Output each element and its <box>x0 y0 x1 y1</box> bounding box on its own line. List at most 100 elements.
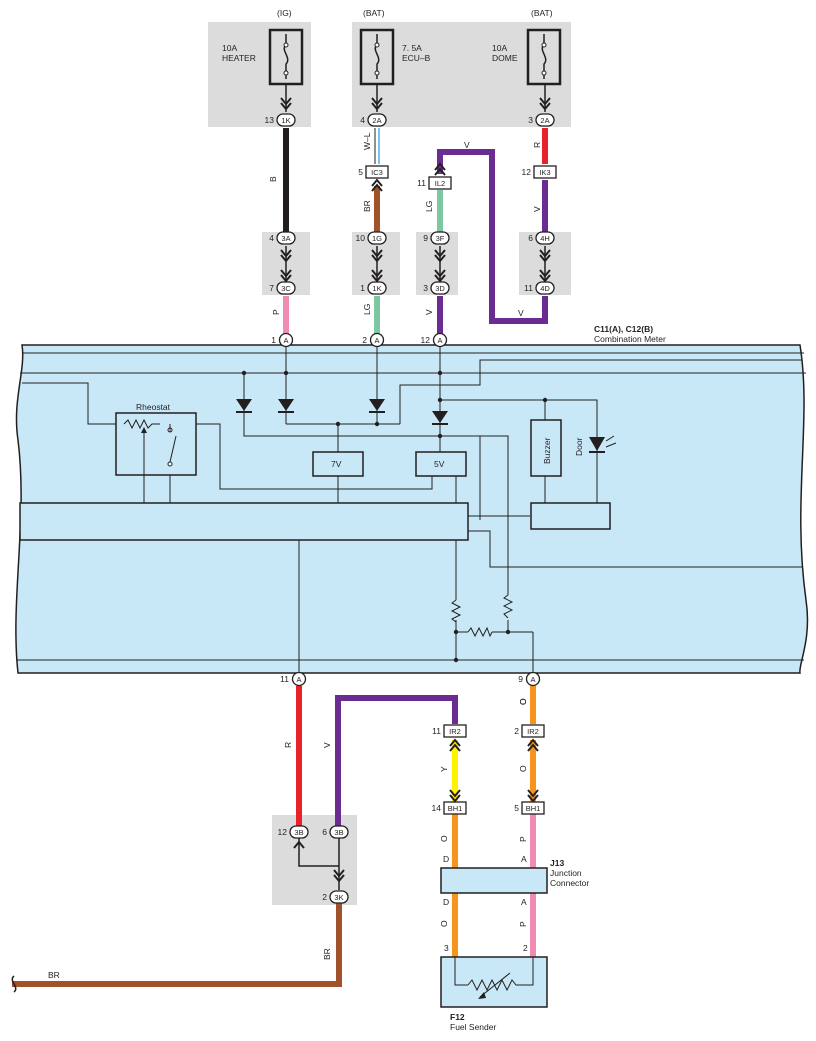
inline-connector-2-conn: IK3 <box>539 168 550 177</box>
meter-pin-3-conn: A <box>296 675 301 684</box>
jb-pin-9-conn: 3B <box>334 828 343 837</box>
jb-pin-4-pin: 9 <box>423 233 428 243</box>
jb-pin-9: 3B 6 <box>322 825 349 839</box>
fuse-source-heater: (IG) <box>277 8 292 18</box>
j13-pin-a-top: A <box>521 854 527 864</box>
jb-pin-8-pin: 12 <box>278 827 288 837</box>
jb-pin-0-conn: 3A <box>281 234 290 243</box>
jb-pin-3: 1K1 <box>360 281 387 295</box>
regulator-7v-label: 7V <box>331 459 342 469</box>
inline-connector-4-conn: IR2 <box>527 727 539 736</box>
wire-label-16: O <box>439 835 449 842</box>
inline-connector-5-conn: BH1 <box>448 804 463 813</box>
regulator-5v <box>415 451 467 477</box>
wire-label-5: R <box>532 142 542 148</box>
fuse-source-ecub: (BAT) <box>363 8 385 18</box>
wire-label-15: O <box>518 765 528 772</box>
fuse-rating-ecub: 7. 5A <box>402 43 422 53</box>
fuse-box-bat: 7. 5A ECU–B (BAT) 10A DOME (BAT) <box>352 8 571 127</box>
jb-pin-6-pin: 6 <box>528 233 533 243</box>
wire-label-20: BR <box>322 948 332 960</box>
jb-pin-0: 3A4 <box>269 231 296 245</box>
meter-ic <box>19 502 469 541</box>
wire-label-9: V <box>424 309 434 315</box>
wire-label-8: LG <box>362 304 372 315</box>
fuse-rating-dome: 10A <box>492 43 507 53</box>
jb-pin-5: 3D3 <box>423 281 450 295</box>
top-pin-1: 2A4 <box>360 113 387 127</box>
meter-pin-1: A2 <box>362 332 385 348</box>
meter-pin-0-pin: 1 <box>271 335 276 345</box>
top-pin-1-conn: 2A <box>372 116 381 125</box>
jb-pin-10-conn: 3K <box>334 893 343 902</box>
jb-pin-6-conn: 4H <box>540 234 550 243</box>
wire-label-7: P <box>271 309 281 315</box>
wire-label-22: O <box>518 698 528 705</box>
inline-connector-0-conn: IC3 <box>371 168 383 177</box>
meter-pin-4-pin: 9 <box>518 674 523 684</box>
fuse-rating-heater: 10A <box>222 43 237 53</box>
meter-pin-2-conn: A <box>437 336 442 345</box>
jb-pin-9-pin: 6 <box>322 827 327 837</box>
wire-label-17: P <box>518 836 528 842</box>
wires <box>11 84 548 993</box>
fuel-sender <box>440 956 548 1008</box>
meter-pin-0: A1 <box>271 332 294 348</box>
jb-pin-4-conn: 3F <box>436 234 445 243</box>
connector-chevrons <box>280 97 551 883</box>
inline-connector-3-pin: 11 <box>432 726 441 736</box>
wire-label-13: Y <box>439 766 449 772</box>
f12-id: F12 <box>450 1012 465 1022</box>
wire-label-14: O <box>518 698 528 705</box>
door-label: Door <box>574 437 584 456</box>
j13-line1: Junction <box>550 868 582 878</box>
combination-meter: Rheostat 7V 5V Buzzer Door <box>15 344 809 674</box>
jb-pin-1-pin: 7 <box>269 283 274 293</box>
inline-connector-2: IK3 12 <box>522 165 557 179</box>
jb-pin-3-conn: 1K <box>372 284 381 293</box>
jb-pin-8: 3B 12 <box>278 825 309 839</box>
top-pin-2: 2A3 <box>528 113 555 127</box>
inline-connector-6-conn: BH1 <box>526 804 541 813</box>
meter-pin-2: A12 <box>421 332 448 348</box>
wire-label-11: R <box>283 742 293 748</box>
wire-violet-bottom <box>335 695 458 826</box>
wire-label-21: BR <box>48 970 60 980</box>
buzzer <box>530 419 562 477</box>
f12-pin-3: 3 <box>444 943 449 953</box>
wire-label-18: O <box>439 920 449 927</box>
jb-pin-8-conn: 3B <box>294 828 303 837</box>
fuse-name-dome: DOME <box>492 53 518 63</box>
wire-brown-bottom <box>12 903 342 987</box>
meter-pin-1-pin: 2 <box>362 335 367 345</box>
jb-pin-1-conn: 3C <box>281 284 291 293</box>
regulator-7v <box>312 451 364 477</box>
inline-connector-5: BH1 14 <box>432 801 467 815</box>
inline-connector-5-pin: 14 <box>432 803 442 813</box>
meter-pin-1-conn: A <box>374 336 379 345</box>
jb-pin-2-pin: 10 <box>356 233 366 243</box>
wire-label-10: V <box>518 308 524 318</box>
door-led-icon <box>589 435 617 453</box>
meter-ic-small <box>530 502 611 530</box>
f12-name: Fuel Sender <box>450 1022 496 1032</box>
fuse-name-ecub: ECU–B <box>402 53 431 63</box>
wire-label-12: V <box>322 742 332 748</box>
wire-label-1: W–L <box>362 132 372 150</box>
j13-pin-a-bottom: A <box>521 897 527 907</box>
inline-connector-1-pin: 11 <box>417 178 426 188</box>
inline-connector-2-pin: 12 <box>522 167 532 177</box>
wire-label-4: V <box>464 140 470 150</box>
fuse-source-dome: (BAT) <box>531 8 553 18</box>
jb-pin-2-conn: 1G <box>372 234 382 243</box>
meter-pin-0-conn: A <box>283 336 288 345</box>
jb-pin-10-pin: 2 <box>322 892 327 902</box>
variable-arrow-icon <box>478 992 486 999</box>
